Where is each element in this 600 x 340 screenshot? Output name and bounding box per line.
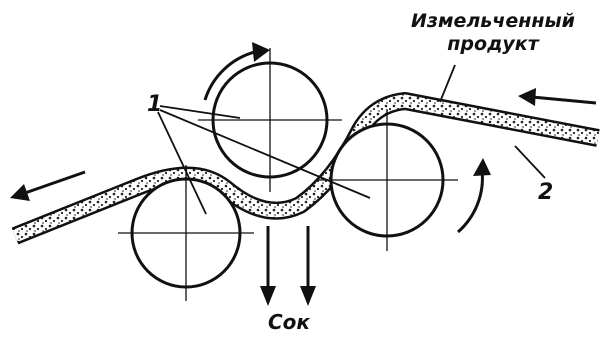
roller-left <box>118 165 254 301</box>
callout-2-leader <box>514 145 546 179</box>
product-label-line1: Измельченный <box>411 10 575 32</box>
roller-top <box>198 48 342 192</box>
juice-arrow-left <box>260 226 276 306</box>
juice-label: Сок <box>268 310 310 334</box>
rotation-arrow-top <box>203 42 270 101</box>
callout-rollers-number: 1 <box>147 92 163 117</box>
product-belt <box>11 92 600 245</box>
product-label-line2: продукт <box>447 33 539 55</box>
juice-arrow-right <box>300 226 316 306</box>
product-label: Измельченный продукт <box>388 10 598 56</box>
callout-belt-number: 2 <box>538 180 554 205</box>
product-label-leader <box>439 64 456 103</box>
rotation-arrow-right <box>457 158 491 234</box>
input-flow-arrow <box>518 88 597 106</box>
roller-right <box>316 109 458 251</box>
callout-1-leaders <box>157 105 371 215</box>
output-flow-arrow <box>10 170 86 201</box>
